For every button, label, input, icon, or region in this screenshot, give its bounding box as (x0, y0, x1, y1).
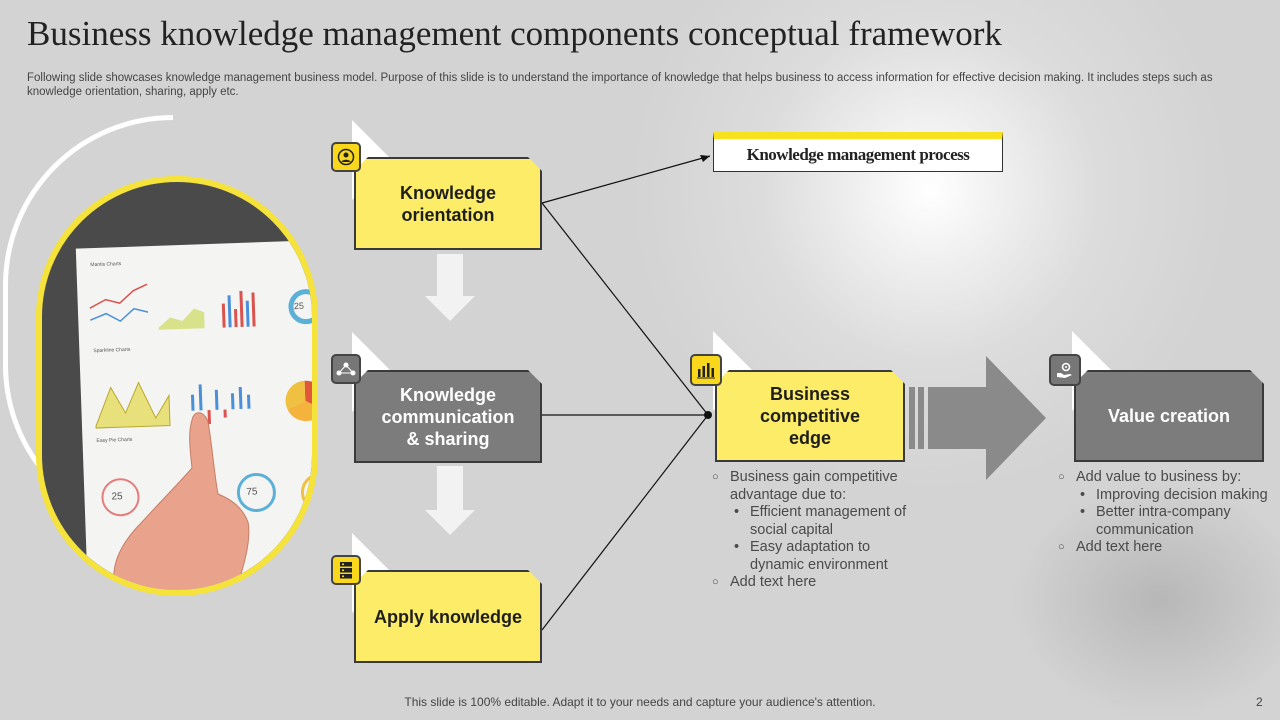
value-creation-label: Value creation (1107, 406, 1231, 426)
value-bullet-2: Add text here (1058, 539, 1273, 557)
step-knowledge-sharing-label: Knowledge communication & sharing (381, 384, 515, 449)
value-bullets: Add value to business by: Improving deci… (1058, 469, 1273, 557)
page-number: 2 (1256, 695, 1263, 709)
photo-frame: Mantis Charts Sparkline Charts Easy Pie … (36, 176, 318, 596)
line-apply-edge (541, 414, 709, 631)
arrow-stripe-2 (918, 387, 924, 449)
big-right-arrow (928, 356, 1046, 480)
competitive-sub-1: Efficient management of social capital (712, 504, 912, 539)
line-arrowhead (700, 155, 710, 162)
step-apply-knowledge-label: Apply knowledge (373, 606, 523, 627)
competitive-edge-label: Business competitive edge (759, 384, 861, 448)
bar-chart-icon (690, 354, 722, 386)
footer-note: This slide is 100% editable. Adapt it to… (404, 695, 876, 709)
competitive-edge-box: Business competitive edge (715, 370, 905, 462)
step-knowledge-orientation: Knowledge orientation (354, 157, 542, 250)
competitive-bullet-1: Business gain competitive advantage due … (712, 469, 912, 504)
value-sub-1: Improving decision making (1058, 487, 1273, 505)
network-icon (331, 354, 361, 384)
junction-dot (704, 411, 712, 419)
value-creation-box: Value creation (1074, 370, 1264, 462)
line-to-process-label (541, 155, 711, 204)
step-knowledge-sharing: Knowledge communication & sharing (354, 370, 542, 463)
down-arrow-2 (425, 466, 475, 535)
hand-gear-icon (1049, 354, 1081, 386)
step-knowledge-orientation-label: Knowledge orientation (399, 182, 496, 225)
process-label-text: Knowledge management process (746, 145, 970, 164)
chart-paper-image: Mantis Charts Sparkline Charts Easy Pie … (75, 239, 312, 590)
line-orientation-edge (541, 202, 709, 416)
slide-subtitle: Following slide showcases knowledge mana… (27, 72, 1213, 98)
pointing-hand-graphic (113, 412, 250, 590)
competitive-bullet-2: Add text here (712, 574, 912, 592)
paper-charts-graphic (89, 283, 312, 517)
down-arrow-1 (425, 254, 475, 321)
step-apply-knowledge: Apply knowledge (354, 570, 542, 663)
arrow-stripe-1 (909, 387, 915, 449)
server-icon (331, 555, 361, 585)
value-sub-2: Better intra-company communication (1058, 504, 1271, 539)
value-bullet-1: Add value to business by: (1058, 469, 1273, 487)
user-badge-icon (331, 142, 361, 172)
competitive-bullets: Business gain competitive advantage due … (712, 469, 912, 592)
competitive-sub-2: Easy adaptation to dynamic environment (712, 539, 912, 574)
slide-title: Business knowledge management components… (27, 14, 1002, 53)
process-label-box: Knowledge management process (713, 132, 1003, 172)
